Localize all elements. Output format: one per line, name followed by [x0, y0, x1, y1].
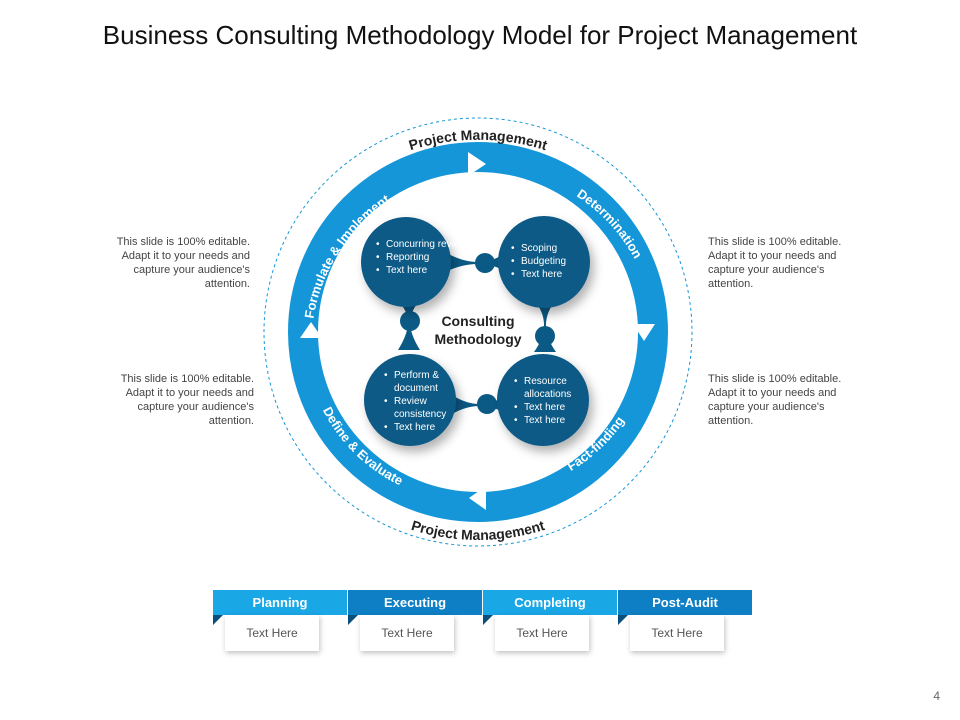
list-item: Text here: [514, 414, 594, 427]
tab-fold: [348, 615, 358, 625]
arrow-down-icon: [633, 324, 655, 341]
list-item: Resource allocations: [514, 375, 594, 401]
center-label: Consulting Methodology: [418, 312, 538, 348]
list-item: Perform & document: [384, 369, 468, 395]
outer-dashed-circle: [263, 117, 693, 547]
page-title: Business Consulting Methodology Model fo…: [102, 20, 858, 50]
center-label-line2: Methodology: [434, 331, 522, 347]
bubble-connectors: [398, 252, 556, 414]
page-number: 4: [933, 689, 940, 703]
bubble-top-right-list: Scoping Budgeting Text here: [507, 242, 599, 281]
side-note-bottom-right: This slide is 100% editable. Adapt it to…: [708, 373, 842, 427]
arrow-left-icon: [469, 486, 486, 510]
list-item: Budgeting: [511, 255, 599, 268]
side-note-top-right: This slide is 100% editable. Adapt it to…: [708, 236, 842, 290]
list-item: Text here: [376, 264, 468, 277]
list-item: Text here: [384, 421, 468, 434]
phase-tab-executing: Executing Text Here: [348, 590, 482, 651]
list-item: Text here: [514, 401, 594, 414]
arrow-up-icon: [300, 322, 322, 338]
phase-label: Completing: [483, 590, 617, 615]
bubble-bottom-left-list: Perform & document Review consistency Te…: [380, 369, 468, 434]
phase-label: Post-Audit: [618, 590, 752, 615]
center-label-line1: Consulting: [441, 313, 515, 329]
list-item: Concurring review: [376, 238, 468, 251]
list-item: Text here: [511, 268, 599, 281]
list-item: Review consistency: [384, 395, 468, 421]
bubble-top-left-list: Concurring review Reporting Text here: [372, 238, 468, 277]
tab-fold: [618, 615, 628, 625]
phase-tab-completing: Completing Text Here: [483, 590, 617, 651]
phase-label: Executing: [348, 590, 482, 615]
phase-text: Text Here: [495, 615, 589, 651]
list-item: Reporting: [376, 251, 468, 264]
phase-text: Text Here: [630, 615, 724, 651]
tab-fold: [483, 615, 493, 625]
tab-fold: [213, 615, 223, 625]
phase-tab-planning: Planning Text Here: [213, 590, 347, 651]
phase-text: Text Here: [360, 615, 454, 651]
phase-label: Planning: [213, 590, 347, 615]
arrow-right-icon: [468, 152, 486, 176]
phase-text: Text Here: [225, 615, 319, 651]
side-note-bottom-left: This slide is 100% editable. Adapt it to…: [120, 373, 254, 427]
list-item: Scoping: [511, 242, 599, 255]
phase-tab-post-audit: Post-Audit Text Here: [618, 590, 752, 651]
process-ring: [288, 142, 668, 522]
bubble-bottom-right-list: Resource allocations Text here Text here: [510, 375, 594, 427]
side-note-top-left: This slide is 100% editable. Adapt it to…: [116, 236, 250, 290]
